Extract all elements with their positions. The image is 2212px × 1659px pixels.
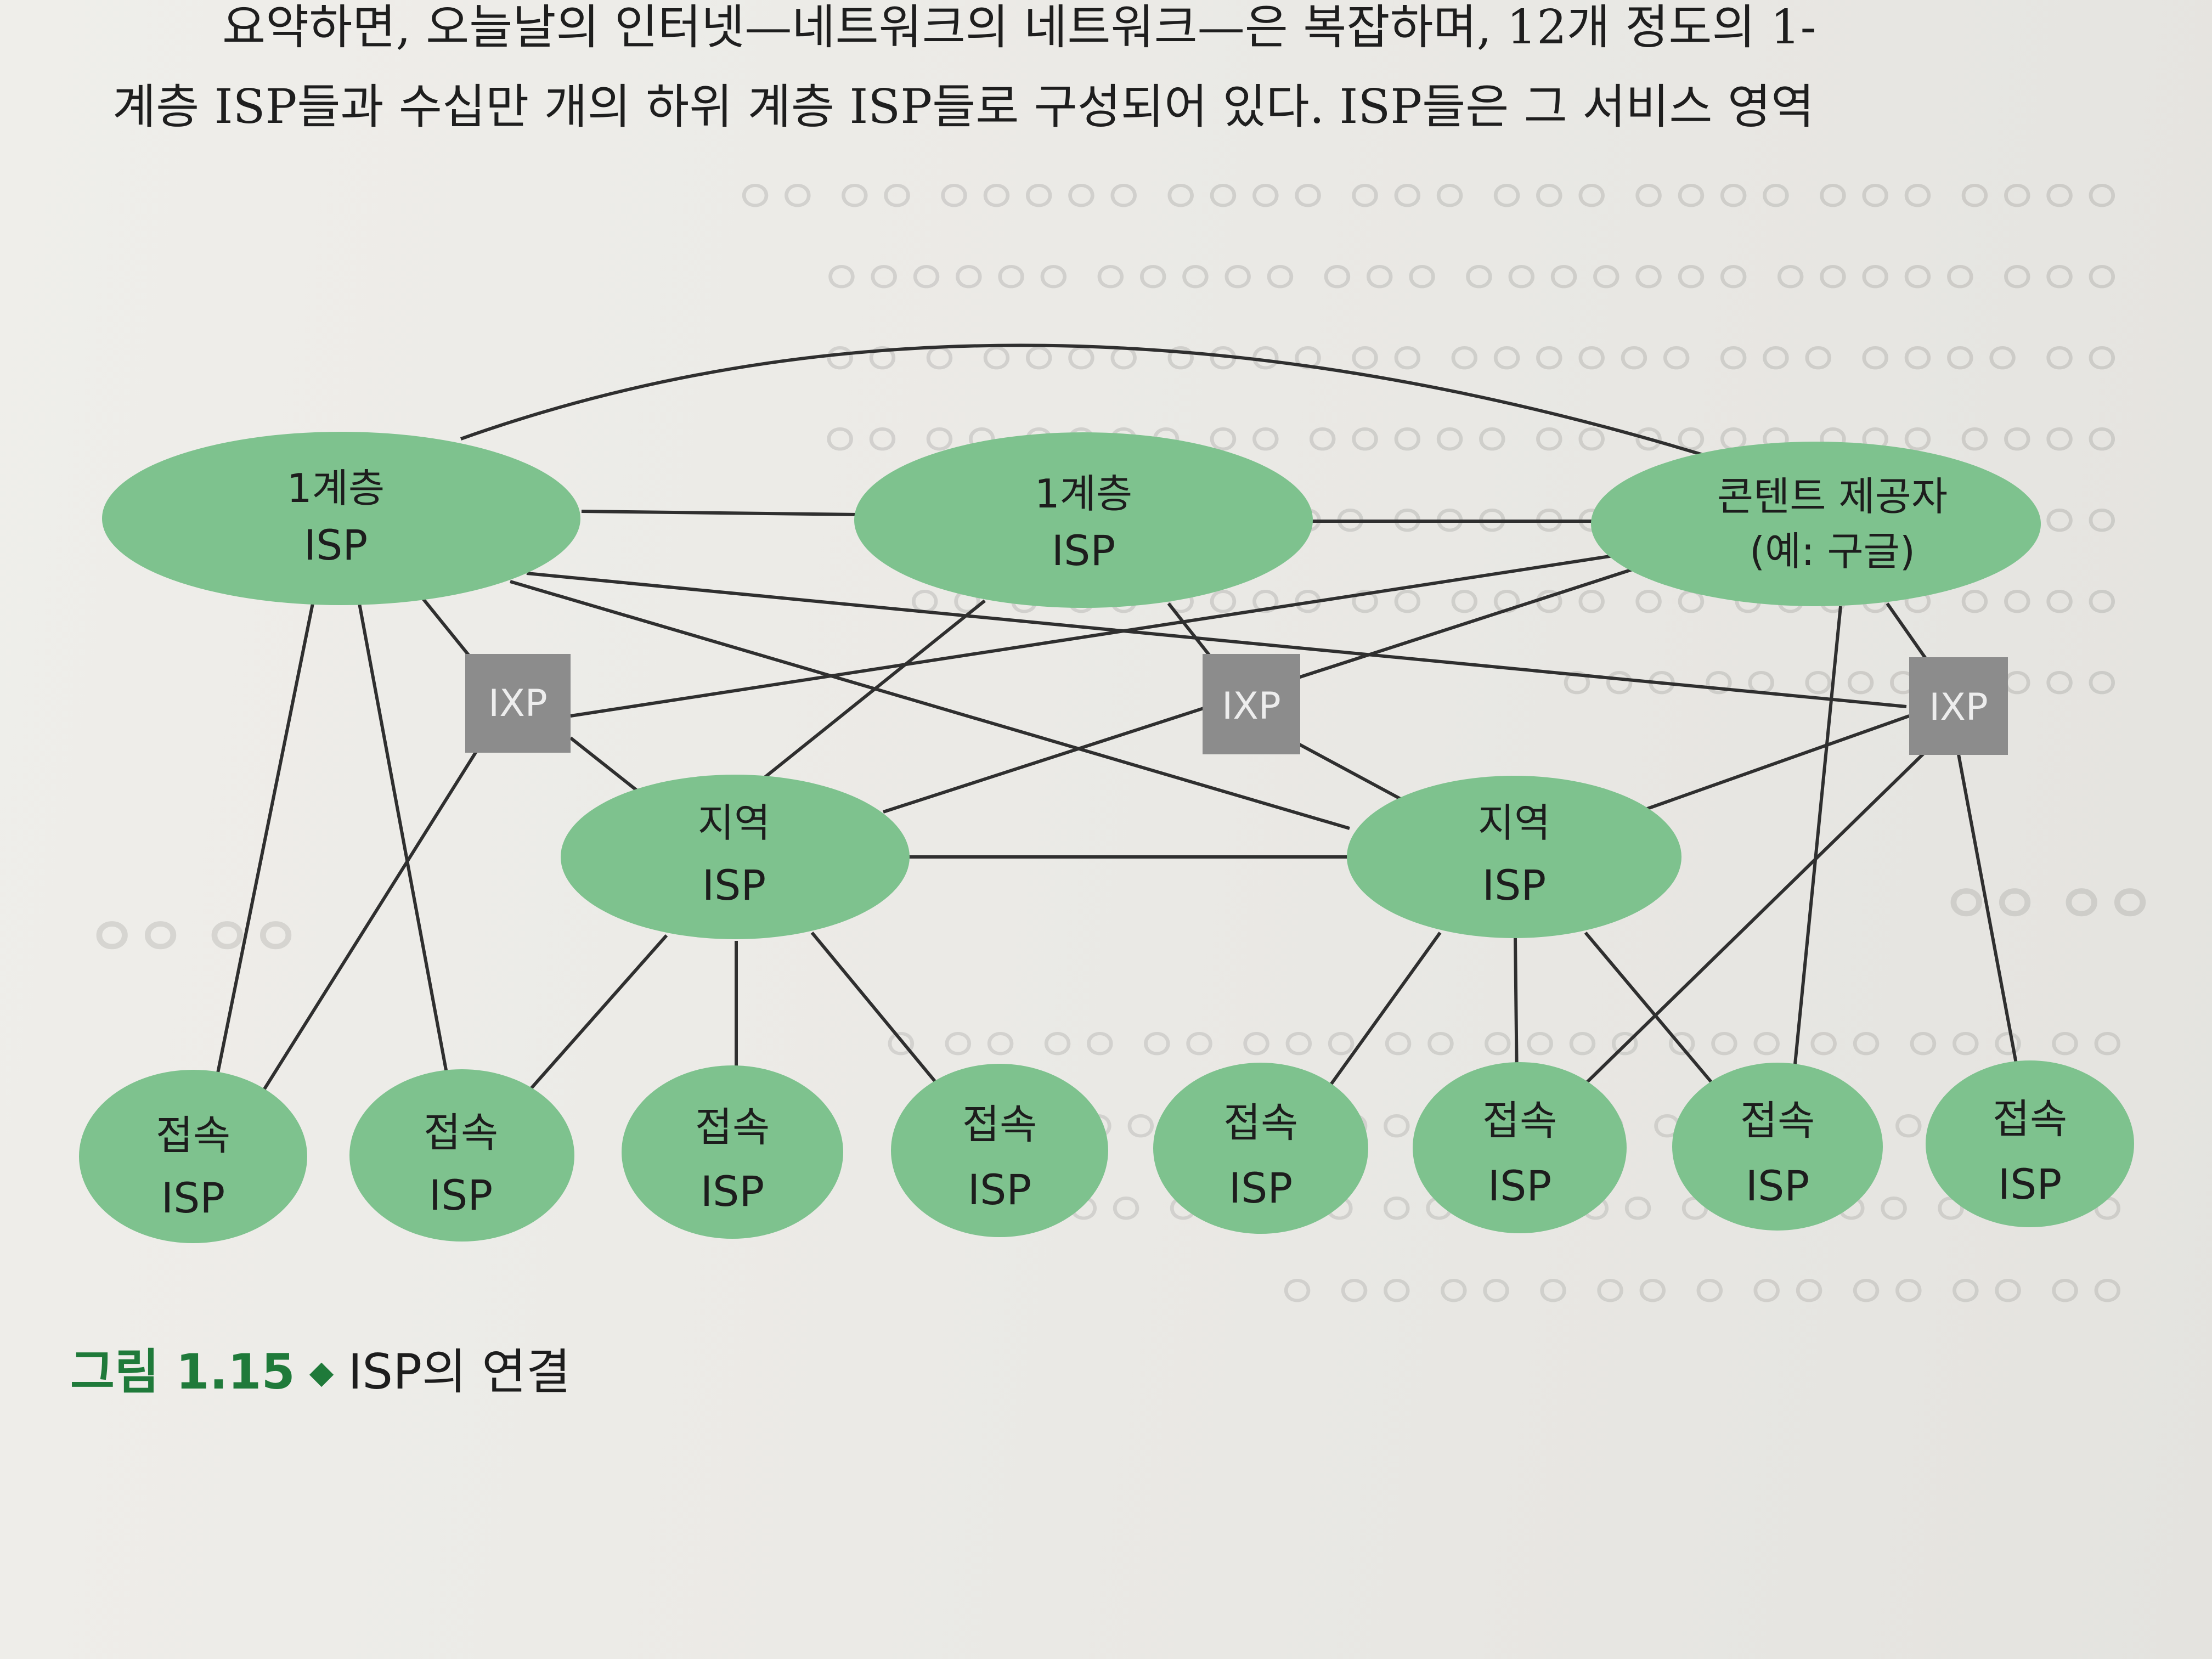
edge-tier1a-content-arc [460,343,1723,462]
access-isp-node-7: 접속 ISP [1672,1063,1883,1231]
regional-b-line2: ISP [1482,861,1547,910]
access-5-line2: ISP [1229,1164,1293,1212]
edge-ixp1-content [570,552,1624,718]
edge-tier1a-access2 [358,603,454,1106]
access-8-line1: 접속 [1993,1096,2067,1143]
regional-b-line1: 지역 [1478,800,1550,846]
access-7-line2: ISP [1746,1161,1810,1210]
regional-a-line1: 지역 [698,800,770,846]
edge-ixp3-access6 [1578,750,1927,1091]
edge-tier1b-regionala [761,599,986,781]
edge-content-access7 [1790,606,1842,1103]
edge-regionala-access2 [517,934,668,1104]
access-isp-node-6: 접속 ISP [1413,1062,1627,1233]
bleed-heading-right: ㅇㅇ ㅇㅇ [1942,873,2154,935]
diamond-icon: ◆ [309,1353,334,1391]
tier1-b-line2: ISP [1052,526,1116,575]
access-3-line1: 접속 [695,1104,770,1151]
access-isp-node-4: 접속 ISP [891,1064,1108,1237]
access-7-line1: 접속 [1740,1097,1815,1144]
edge-regionala-access4 [810,932,945,1093]
edge-tier1b-ixp2 [1167,602,1211,657]
body-paragraph: 요약하면, 오늘날의 인터넷—네트워크의 네트워크—은 복잡하며, 12개 정도… [112,0,2098,147]
edge-ixp1-access1 [251,751,478,1109]
access-6-line1: 접속 [1482,1097,1557,1144]
edge-tier1a-access1 [210,603,314,1106]
access-isp-node-3: 접속 ISP [622,1065,843,1239]
figure-number: 그림 1.15 [70,1344,295,1400]
access-isp-node-1: 접속 ISP [79,1070,307,1243]
edge-regionalb-access5 [1326,932,1442,1090]
regional-a-line2: ISP [702,861,766,910]
access-5-line1: 접속 [1223,1099,1298,1147]
access-1-line1: 접속 [156,1112,230,1159]
edge-ixp1-regionala [569,736,637,792]
edge-ixp3-access8 [1957,754,2021,1079]
tier1-a-line1: 1계층 [287,465,385,511]
edge-ixp2-regionalb [1296,742,1406,803]
edge-tier1a-ixp1 [421,597,471,657]
figure-title: ISP의 연결 [348,1344,571,1400]
tier1-a-line2: ISP [304,521,368,569]
edge-content-ixp3 [1886,602,1927,659]
access-1-line2: ISP [161,1173,225,1222]
regional-isp-node-b: 지역 ISP [1347,776,1681,938]
figure-caption: 그림 1.15 ◆ ISP의 연결 [70,1333,571,1403]
ixp-1-label: IXP [488,682,548,725]
access-isp-node-5: 접속 ISP [1153,1063,1368,1234]
access-isp-node-2: 접속 ISP [349,1069,574,1242]
access-4-line2: ISP [968,1165,1032,1214]
ixp-node-2: IXP [1203,654,1300,754]
access-8-line2: ISP [1998,1160,2062,1209]
content-provider-line2: (예: 구글) [1750,528,1915,574]
body-line-2: 계층 ISP들과 수십만 개의 하위 계층 ISP들로 구성되어 있다. ISP… [112,80,1815,134]
access-isp-node-8: 접속 ISP [1926,1060,2134,1227]
tier1-isp-node-b: 1계층 ISP [854,432,1313,608]
diagram-edges [210,343,2021,1109]
access-4-line1: 접속 [962,1101,1037,1148]
edge-tier1a-tier1b [581,510,859,516]
regional-isp-node-a: 지역 ISP [561,775,910,939]
access-2-line2: ISP [429,1171,493,1220]
access-2-line1: 접속 [424,1109,498,1156]
bleed-heading-left: ㅇㅇ ㅇㅇ [88,906,300,968]
edge-regionalb-access7 [1584,932,1719,1090]
content-provider-line1: 콘텐트 제공자 [1717,473,1948,520]
ixp-2-label: IXP [1222,685,1281,728]
access-6-line2: ISP [1488,1161,1552,1210]
access-3-line2: ISP [701,1167,765,1216]
edge-ixp3-regionalb [1645,714,1910,811]
content-provider-node: 콘텐트 제공자 (예: 구글) [1591,442,2041,606]
diagram-nodes: 1계층 ISP 1계층 ISP 콘텐트 제공자 (예: 구글) IXP [79,432,2134,1243]
tier1-isp-node-a: 1계층 ISP [102,432,580,605]
tier1-b-line1: 1계층 [1035,471,1132,517]
edge-regionalb-access6 [1514,938,1519,1084]
edge-tier1a-regionalb [510,580,1350,830]
ixp-node-1: IXP [465,654,571,753]
edge-tier1a-ixp3 [526,572,1907,708]
body-line-1: 요약하면, 오늘날의 인터넷—네트워크의 네트워크—은 복잡하며, 12개 정도… [222,0,1816,55]
ixp-3-label: IXP [1929,686,1988,729]
ixp-node-3: IXP [1909,657,2008,755]
